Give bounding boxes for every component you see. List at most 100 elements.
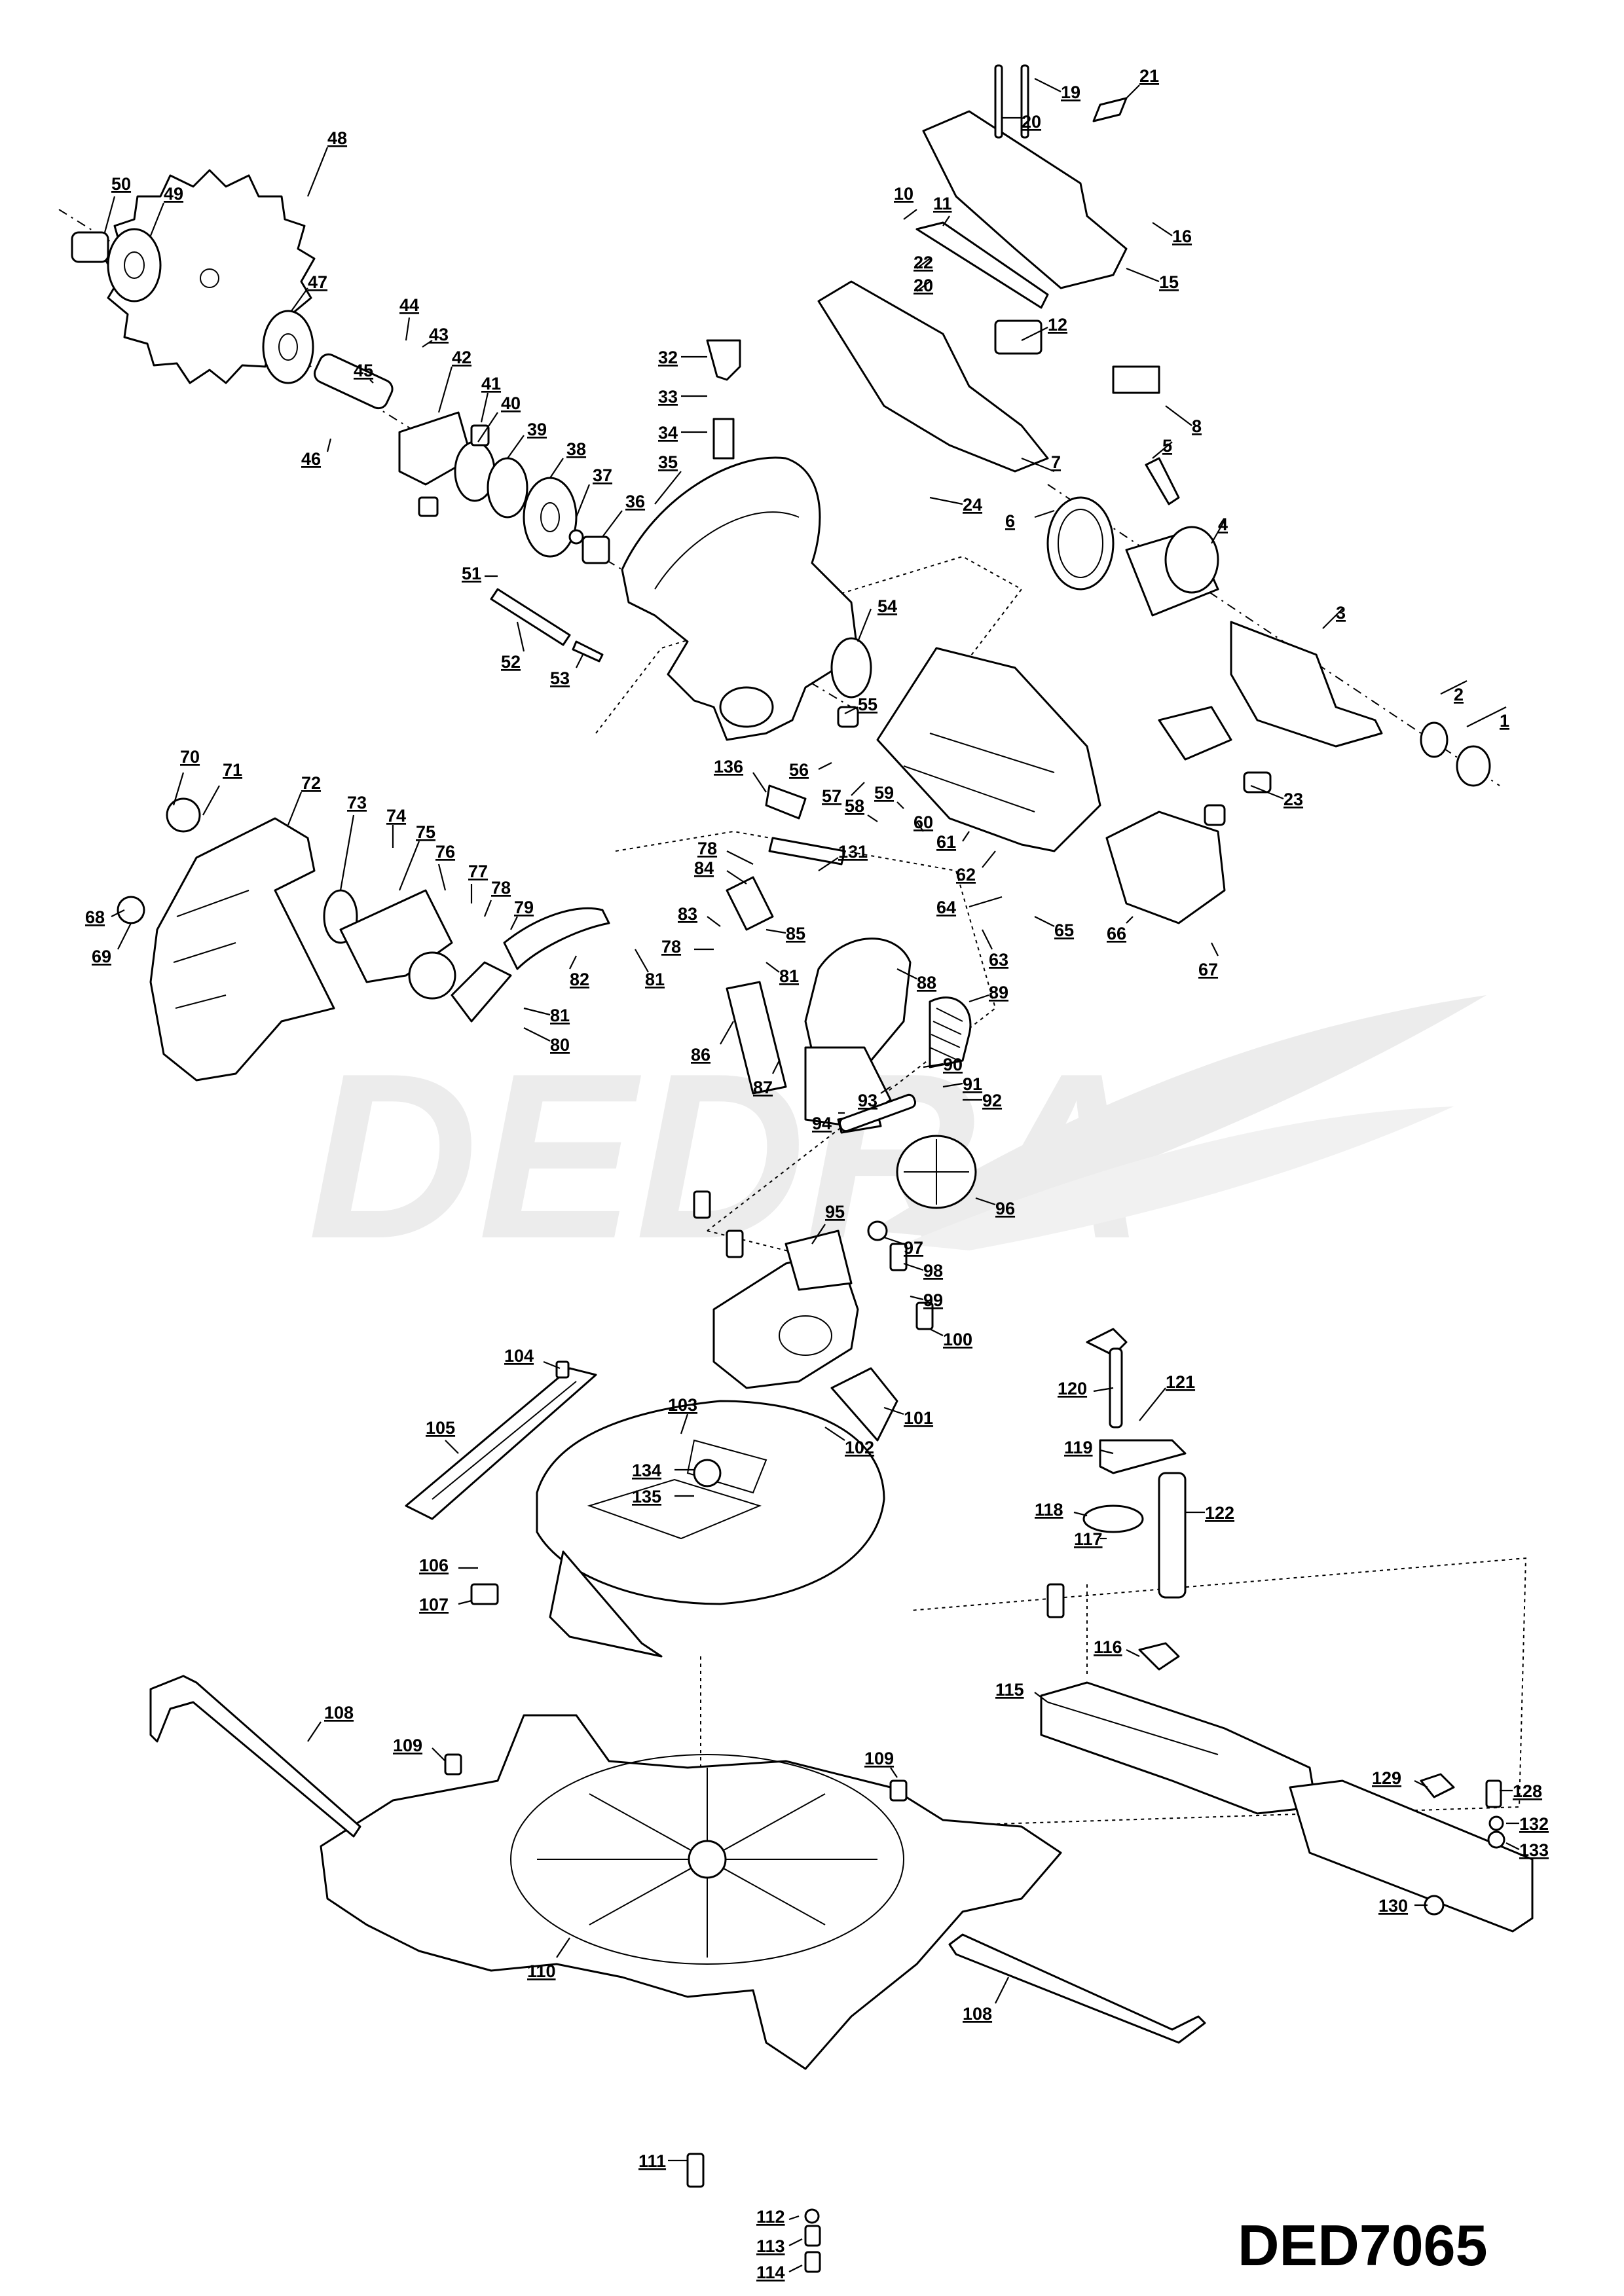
label-136: 136: [714, 757, 743, 776]
label-109b: 109: [864, 1749, 894, 1768]
label-116: 116: [1094, 1637, 1122, 1657]
label-98: 98: [923, 1261, 943, 1281]
label-50: 50: [111, 174, 131, 194]
label-64: 64: [936, 898, 956, 917]
label-77: 77: [468, 862, 488, 881]
lock-knob: [838, 1093, 977, 1241]
label-65: 65: [1054, 920, 1074, 940]
label-63: 63: [989, 950, 1008, 970]
label-84: 84: [694, 858, 714, 878]
label-7: 7: [1051, 452, 1061, 472]
label-45: 45: [354, 361, 373, 380]
label-21: 21: [1139, 66, 1159, 86]
label-47: 47: [308, 272, 327, 292]
support-rods: [149, 1675, 1206, 2044]
label-23: 23: [1283, 790, 1303, 809]
label-83: 83: [678, 904, 697, 924]
label-129: 129: [1372, 1768, 1401, 1788]
label-96: 96: [995, 1199, 1015, 1218]
label-52: 52: [501, 652, 521, 672]
base: [320, 1714, 1062, 2070]
label-35: 35: [658, 452, 678, 472]
label-113: 113: [756, 2236, 785, 2256]
label-75: 75: [416, 822, 435, 842]
label-6: 6: [1005, 511, 1015, 531]
label-91: 91: [963, 1074, 982, 1094]
label-128: 128: [1513, 1781, 1542, 1801]
label-37: 37: [593, 465, 612, 485]
label-19: 19: [1061, 82, 1080, 102]
label-118: 118: [1035, 1500, 1063, 1520]
label-4: 4: [1218, 515, 1228, 534]
label-12: 12: [1048, 315, 1067, 335]
label-122: 122: [1205, 1503, 1234, 1523]
label-74: 74: [386, 806, 406, 826]
label-110: 110: [527, 1961, 556, 1981]
label-81c: 81: [779, 966, 799, 986]
label-102: 102: [845, 1438, 874, 1457]
label-67: 67: [1198, 960, 1218, 979]
label-16: 16: [1172, 227, 1192, 246]
label-22: 22: [913, 253, 933, 272]
hold-down-clamp: [1082, 1328, 1187, 1599]
label-108a: 108: [324, 1703, 354, 1722]
label-8: 8: [1192, 416, 1202, 436]
label-3: 3: [1336, 603, 1346, 623]
label-41: 41: [481, 374, 501, 393]
label-93: 93: [858, 1091, 877, 1110]
label-120: 120: [1058, 1379, 1087, 1398]
label-33: 33: [658, 387, 678, 407]
small-fasteners: [444, 64, 1505, 2273]
label-58: 58: [845, 796, 864, 816]
label-24: 24: [963, 495, 982, 515]
label-72: 72: [301, 773, 321, 793]
label-111: 111: [638, 2151, 666, 2171]
label-119: 119: [1064, 1438, 1093, 1457]
label-112: 112: [756, 2207, 785, 2227]
label-106: 106: [419, 1556, 449, 1575]
label-42: 42: [452, 348, 471, 367]
label-76: 76: [435, 842, 455, 862]
label-11: 11: [933, 194, 952, 213]
label-44: 44: [399, 295, 419, 315]
label-56: 56: [789, 760, 809, 780]
gear-housing: [490, 339, 872, 741]
label-1: 1: [1500, 711, 1509, 731]
label-107: 107: [419, 1595, 449, 1614]
label-86: 86: [691, 1045, 710, 1065]
label-99: 99: [923, 1290, 943, 1310]
label-97: 97: [904, 1238, 923, 1258]
label-73: 73: [347, 793, 367, 812]
label-62: 62: [956, 865, 976, 884]
label-115: 115: [995, 1680, 1024, 1700]
label-133: 133: [1519, 1840, 1549, 1860]
label-32: 32: [658, 348, 678, 367]
label-81b: 81: [645, 970, 665, 989]
label-46: 46: [301, 449, 321, 469]
label-109a: 109: [393, 1736, 422, 1755]
model-number: DED7065: [1238, 2213, 1488, 2278]
label-132: 132: [1519, 1814, 1549, 1834]
label-100: 100: [943, 1330, 972, 1349]
label-53: 53: [550, 668, 570, 688]
label-87: 87: [753, 1078, 773, 1097]
label-57: 57: [822, 786, 841, 806]
fence: [1040, 1642, 1534, 1933]
label-131: 131: [838, 842, 868, 862]
label-88: 88: [917, 973, 936, 993]
label-66: 66: [1107, 924, 1126, 943]
label-101: 101: [904, 1408, 933, 1428]
label-49: 49: [164, 184, 183, 204]
end-cap: [1105, 706, 1272, 924]
gear-bearings: [314, 353, 610, 564]
label-70: 70: [180, 747, 200, 767]
armature-assembly: [1046, 457, 1491, 787]
label-40: 40: [501, 393, 521, 413]
saw-blade: [103, 169, 316, 384]
label-43: 43: [429, 325, 449, 344]
lower-guard: [117, 797, 610, 1082]
label-89: 89: [989, 983, 1008, 1002]
label-10: 10: [894, 184, 913, 204]
label-121: 121: [1166, 1372, 1195, 1392]
